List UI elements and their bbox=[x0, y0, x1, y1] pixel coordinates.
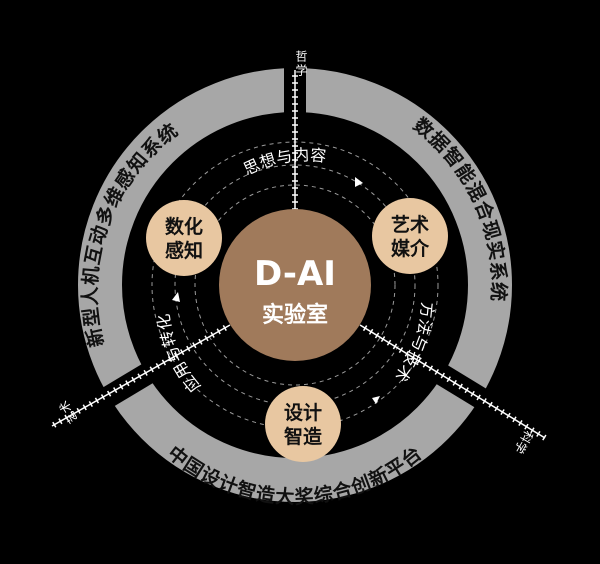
svg-text:艺术: 艺术 bbox=[391, 214, 429, 236]
node-art-media: 艺术 媒介 bbox=[372, 198, 448, 274]
arrow-left-icon bbox=[172, 292, 180, 302]
center-subtitle: 实验室 bbox=[262, 302, 328, 328]
svg-text:数化: 数化 bbox=[165, 215, 203, 238]
center-circle bbox=[219, 209, 371, 361]
arrow-top-icon bbox=[355, 177, 363, 187]
svg-text:设计: 设计 bbox=[284, 402, 322, 424]
svg-text:媒介: 媒介 bbox=[391, 237, 430, 260]
axis-ticks bbox=[52, 75, 547, 441]
arrow-right-icon bbox=[372, 396, 380, 404]
svg-text:智造: 智造 bbox=[284, 425, 323, 448]
svg-text:感知: 感知 bbox=[165, 239, 203, 262]
center-title: D-AI bbox=[254, 254, 336, 294]
axis-label-philosophy: 哲学 bbox=[294, 50, 308, 78]
node-digital-perception: 数化 感知 bbox=[146, 200, 222, 276]
node-design-manufacturing: 设计 智造 bbox=[265, 386, 341, 462]
